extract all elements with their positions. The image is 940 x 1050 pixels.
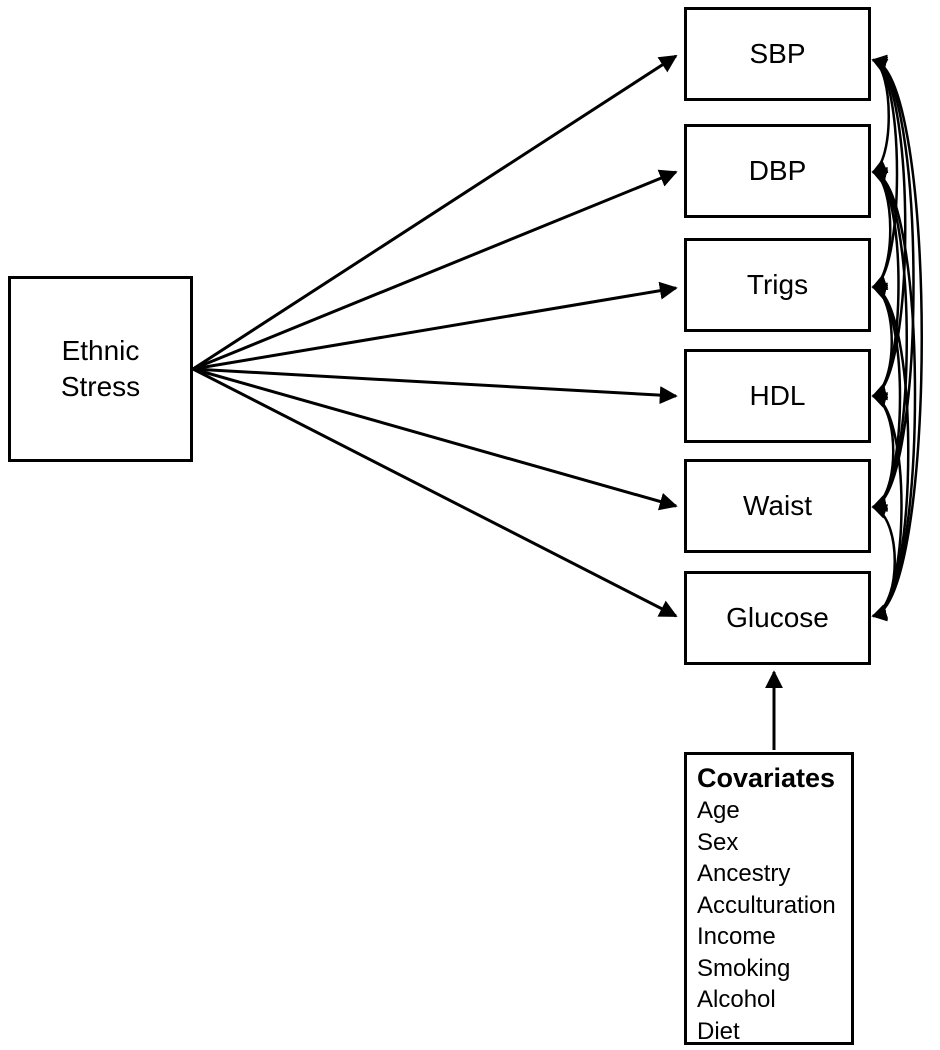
covariates-list: Age Sex Ancestry Acculturation Income Sm… (697, 795, 851, 1047)
dbp-label: DBP (748, 155, 807, 186)
arrow-ethnic-stress-to-trigs (192, 281, 678, 371)
covariate-acculturation: Acculturation (697, 891, 836, 919)
glucose-node: Glucose (684, 571, 871, 665)
sbp-label: SBP (749, 38, 806, 69)
covariate-diet: Diet (697, 1017, 740, 1045)
covariate-smoking: Smoking (697, 954, 791, 982)
covariate-alcohol: Alcohol (697, 986, 776, 1013)
glucose-label: Glucose (726, 602, 829, 633)
dbp-node: DBP (684, 124, 871, 218)
ethnic-stress-label-line1: Ethnic (61, 335, 140, 366)
waist-node: Waist (684, 459, 871, 553)
sbp-node: SBP (684, 7, 871, 101)
covariates-title: Covariates (697, 763, 836, 793)
arrow-ethnic-stress-to-glucose (192, 367, 678, 618)
ethnic-stress-label-line2: Stress (60, 371, 141, 402)
arrow-ethnic-stress-to-waist (192, 367, 678, 511)
covariate-age: Age (697, 797, 740, 824)
correlation-hdl-waist (871, 393, 895, 510)
covariate-income: Income (697, 923, 776, 950)
trigs-label: Trigs (746, 269, 809, 300)
correlation-waist-glucose (871, 504, 896, 619)
covariates-node: Covariates Age Sex Ancestry Acculturatio… (684, 752, 854, 1045)
arrow-ethnic-stress-to-hdl (192, 367, 678, 405)
covariate-ancestry: Ancestry (697, 860, 791, 887)
arrow-ethnic-stress-to-dbp (192, 169, 678, 371)
trigs-node: Trigs (684, 238, 871, 332)
covariate-sex: Sex (697, 828, 739, 856)
arrow-ethnic-stress-to-sbp (192, 54, 678, 371)
hdl-node: HDL (684, 349, 871, 443)
waist-label: Waist (743, 490, 812, 521)
hdl-label: HDL (749, 380, 806, 411)
ethnic-stress-node: Ethnic Stress (8, 276, 193, 462)
